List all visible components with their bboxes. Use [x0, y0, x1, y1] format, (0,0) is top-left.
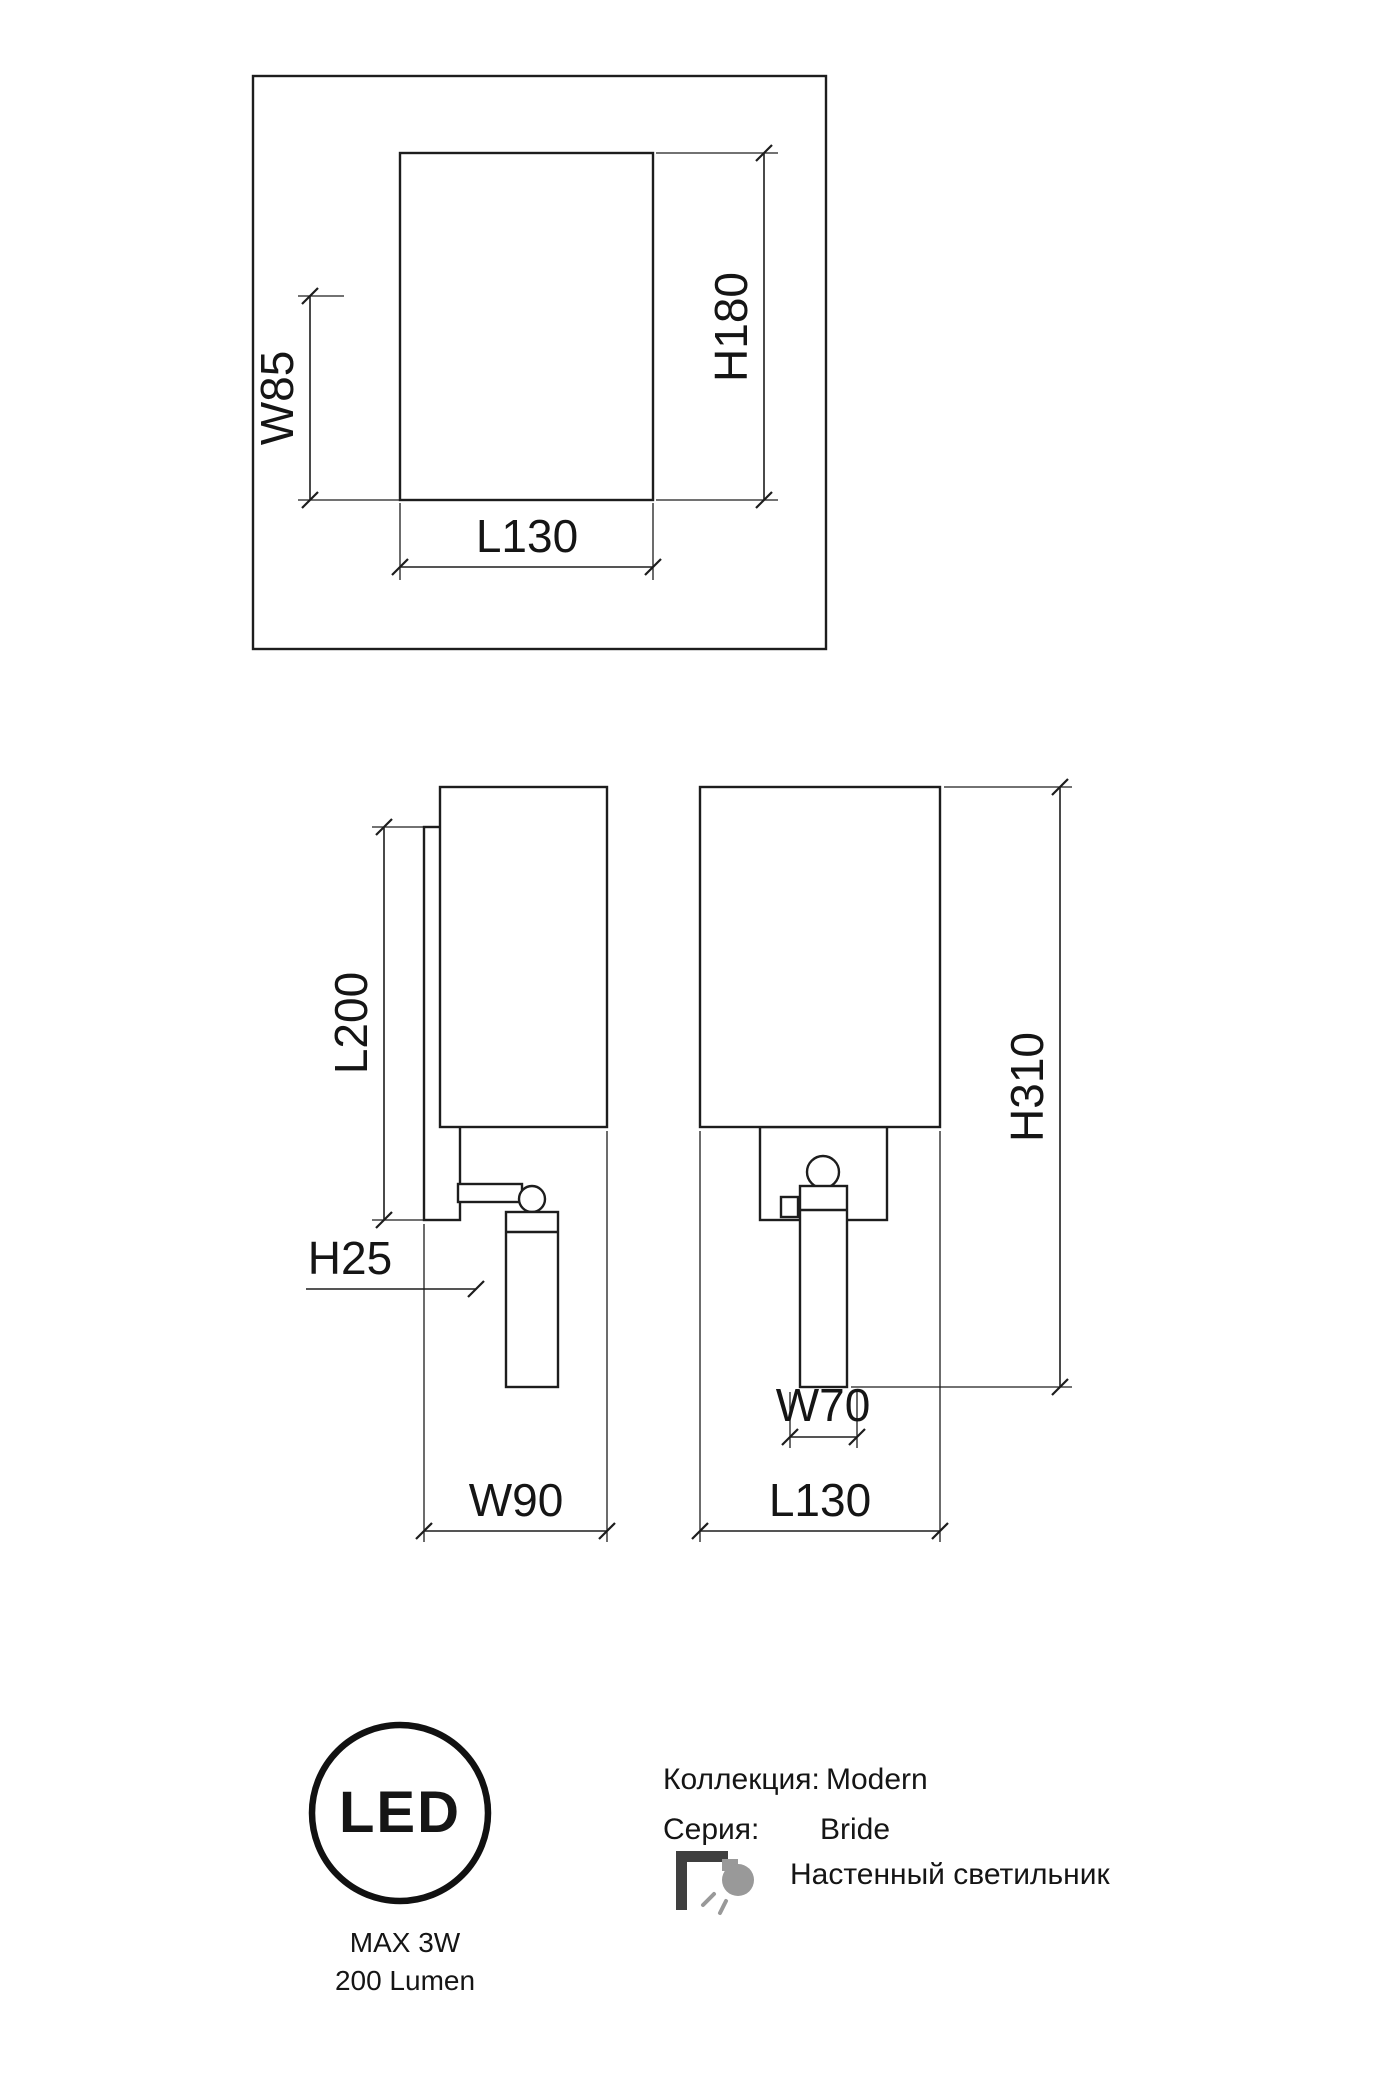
- shade-side: [438, 785, 609, 1129]
- product-type-text: Настенный светильник: [790, 1858, 1110, 1891]
- dimension-label-w85: W85: [251, 351, 303, 446]
- wall-lamp-icon: [676, 1851, 754, 1915]
- lamp-icon-head: [722, 1864, 754, 1896]
- lamp-icon-ray: [718, 1899, 728, 1915]
- led-circle: [308, 1721, 492, 1905]
- tick: [301, 491, 319, 509]
- collection-label: Коллекция:: [663, 1763, 820, 1796]
- dimension-label-h25: H25: [308, 1232, 392, 1284]
- tick: [375, 1211, 393, 1229]
- lamp-icon-bracket: [676, 1851, 728, 1910]
- collection-value: Modern: [826, 1763, 928, 1796]
- reading-light-side: [504, 1210, 560, 1389]
- tick: [375, 818, 393, 836]
- dimension-w90: W90: [415, 1131, 616, 1542]
- dimension-l200: L200: [325, 818, 424, 1229]
- led-label: LED: [339, 1780, 461, 1845]
- tick: [931, 1522, 949, 1540]
- dimension-h25: H25: [306, 1232, 485, 1298]
- tick: [755, 144, 773, 162]
- reading-light-front: [798, 1184, 849, 1389]
- dimension-h180: H180: [656, 144, 778, 509]
- tick: [598, 1522, 616, 1540]
- dimension-label-h310: H310: [1001, 1032, 1053, 1142]
- max-power-text: MAX 3W: [350, 1927, 461, 1958]
- arm-side: [456, 1182, 524, 1204]
- tick: [415, 1522, 433, 1540]
- switch-front: [779, 1195, 800, 1219]
- top-view: W85 H180 L130: [251, 74, 828, 651]
- dimension-h310: H310: [851, 778, 1072, 1396]
- tick: [781, 1428, 799, 1446]
- tick: [301, 287, 319, 305]
- dimension-label-w70: W70: [776, 1379, 871, 1431]
- front-view: W70 L130 H310: [691, 778, 1072, 1542]
- shade-outline: [398, 151, 655, 502]
- series-label: Серия:: [663, 1813, 759, 1846]
- dimension-label-h180: H180: [705, 272, 757, 382]
- tick: [391, 558, 409, 576]
- side-view: L200 H25 W90: [306, 785, 616, 1542]
- tick: [848, 1428, 866, 1446]
- dimension-label-l130-top: L130: [476, 510, 578, 562]
- dimension-label-l200: L200: [325, 972, 377, 1074]
- tick: [1051, 778, 1069, 796]
- joint-ball-front: [805, 1154, 841, 1190]
- led-badge: LED MAX 3W 200 Lumen: [308, 1721, 492, 1996]
- luminous-flux-text: 200 Lumen: [335, 1965, 475, 1996]
- dimension-l130-front: L130: [691, 1131, 949, 1542]
- dimension-label-w90: W90: [469, 1474, 564, 1526]
- shade-front: [698, 785, 942, 1129]
- dimension-l130-top: L130: [391, 503, 662, 580]
- tick: [755, 491, 773, 509]
- tick: [1051, 1378, 1069, 1396]
- tick: [467, 1280, 485, 1298]
- dimension-w70: W70: [776, 1379, 871, 1448]
- dimension-label-l130-front: L130: [769, 1474, 871, 1526]
- tick: [644, 558, 662, 576]
- tick: [691, 1522, 709, 1540]
- lamp-icon-ray: [701, 1892, 716, 1907]
- dimension-w85: W85: [251, 287, 400, 509]
- joint-ball-side: [517, 1184, 547, 1214]
- product-info: Коллекция: Modern Серия: Bride Настенный…: [663, 1763, 1110, 1915]
- series-value: Bride: [820, 1813, 890, 1846]
